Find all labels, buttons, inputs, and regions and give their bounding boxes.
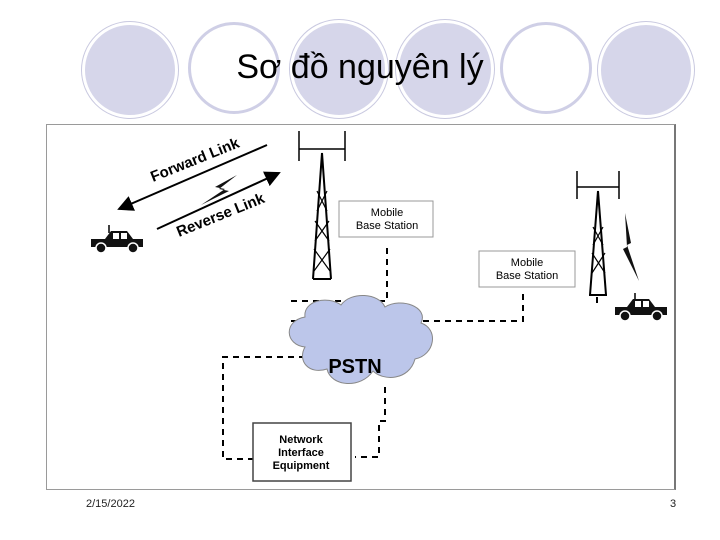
base-station-2-line2: Base Station bbox=[496, 270, 558, 282]
pstn-cloud bbox=[288, 295, 433, 384]
decor-circle bbox=[290, 20, 388, 118]
decor-ring bbox=[188, 22, 280, 114]
base-station-1-line2: Base Station bbox=[356, 220, 418, 232]
slide-title: Sơ đồ nguyên lý bbox=[236, 48, 484, 86]
base-station-1-box bbox=[338, 200, 434, 238]
forward-link-arrow bbox=[117, 144, 268, 211]
nie-line3: Equipment bbox=[273, 460, 330, 472]
reverse-link-arrow bbox=[156, 171, 281, 230]
slide-date: 2/15/2022 bbox=[86, 498, 135, 510]
nie-line2: Interface bbox=[278, 447, 324, 459]
car-icon bbox=[91, 225, 143, 254]
page-number: 3 bbox=[670, 498, 677, 510]
nie-line1: Network bbox=[279, 434, 323, 446]
diagram-frame: Forward Link Reverse Link Mobile Base S bbox=[46, 124, 676, 490]
car-icon bbox=[615, 293, 667, 322]
decor-ring bbox=[500, 22, 592, 114]
signal-bolt-icon bbox=[623, 213, 639, 281]
base-station-1-line1: Mobile bbox=[371, 207, 403, 219]
decor-circle bbox=[82, 22, 178, 118]
base-station-2-line1: Mobile bbox=[511, 257, 543, 269]
network-diagram: Forward Link Reverse Link Mobile Base S bbox=[91, 131, 667, 482]
nie-box bbox=[252, 422, 352, 482]
base-station-2-box bbox=[478, 250, 576, 288]
antenna-tower-icon bbox=[298, 131, 346, 280]
decor-circle bbox=[598, 22, 694, 118]
antenna-tower-icon bbox=[576, 171, 620, 296]
decor-circle bbox=[396, 20, 494, 118]
forward-link-label: Forward Link bbox=[148, 134, 242, 185]
pstn-label: PSTN bbox=[328, 356, 381, 378]
